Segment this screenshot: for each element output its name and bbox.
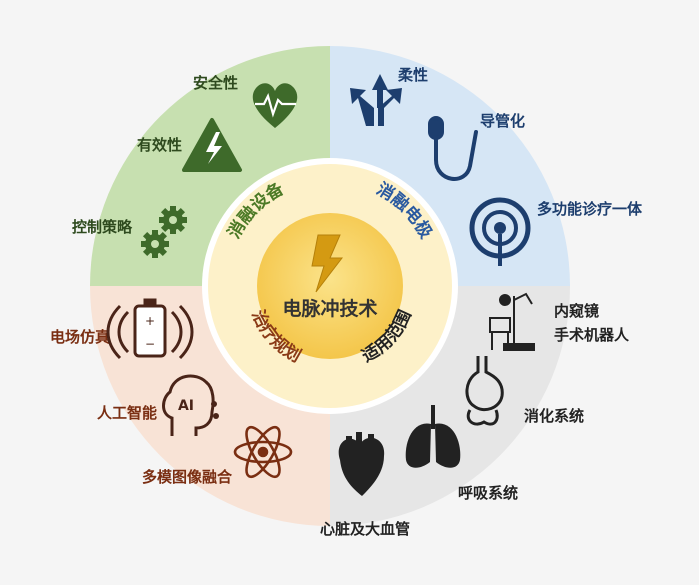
label-ai: 人工智能: [97, 404, 157, 422]
gear-tooth: [142, 231, 153, 242]
gear-tooth: [157, 231, 168, 242]
label-digestive-system: 消化系统: [524, 407, 584, 425]
center-title: 电脉冲技术: [282, 297, 377, 320]
gear-tooth: [170, 227, 176, 234]
signal-icon: [469, 197, 531, 266]
svg-text:−: −: [145, 337, 155, 351]
gear-tooth: [175, 222, 186, 233]
gear-tooth: [160, 222, 171, 233]
label-respiratory-system: 呼吸系统: [458, 484, 518, 502]
label-image-fusion: 多模图像融合: [142, 468, 233, 486]
heart-pulse-icon: [252, 83, 298, 128]
atom-icon: [233, 425, 293, 479]
label-control-strategy: 控制策略: [72, 218, 133, 236]
label-flexibility: 柔性: [398, 66, 428, 84]
gear-tooth: [141, 241, 148, 247]
gear-tooth: [170, 206, 176, 213]
gears-icon: [141, 206, 187, 258]
center-circle: [257, 213, 403, 359]
gear-tooth: [159, 217, 166, 223]
gear-tooth: [142, 246, 153, 257]
gear-tooth: [157, 246, 168, 257]
catheter-icon: [428, 116, 478, 181]
surgical-robot-icon: [489, 292, 535, 351]
stomach-icon: [465, 356, 504, 426]
svg-text:+: +: [145, 314, 155, 328]
label-endoscope-robot-line2: 手术机器人: [554, 326, 630, 344]
label-multifunction: 多功能诊疗一体: [537, 200, 643, 218]
gear-tooth: [152, 251, 158, 258]
label-endoscope-robot-line1: 内窥镜: [554, 302, 599, 320]
label-effectiveness: 有效性: [137, 136, 182, 154]
ai-head-icon: AI: [162, 374, 219, 436]
svg-text:AI: AI: [178, 398, 194, 414]
label-catheterization: 导管化: [480, 112, 525, 130]
battery-field-icon: + −: [106, 298, 194, 360]
gear-tooth: [175, 207, 186, 218]
lightning-icon: [311, 234, 344, 293]
label-field-simulation: 电场仿真: [50, 328, 110, 346]
gear-tooth: [160, 207, 171, 218]
lungs-icon: [405, 405, 461, 468]
heart-icon: [338, 432, 385, 496]
warning-triangle-icon: [182, 118, 242, 172]
label-safety: 安全性: [193, 74, 238, 92]
label-cardiovascular: 心脏及大血管: [320, 520, 410, 538]
gear-tooth: [152, 230, 158, 237]
gear-tooth: [180, 217, 187, 223]
branch-arrows-icon: [350, 74, 402, 126]
gear-tooth: [162, 241, 169, 247]
